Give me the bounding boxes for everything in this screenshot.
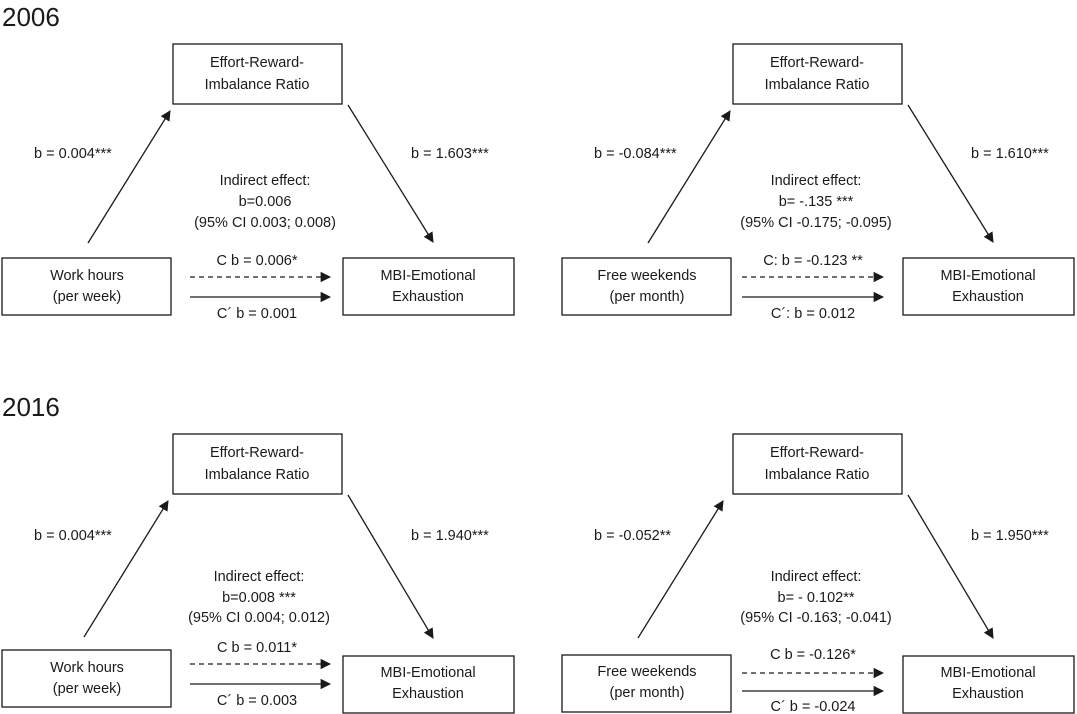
- predictor-label-line1: Work hours: [50, 268, 124, 284]
- b-path-arrow: [907, 494, 994, 639]
- mediator-box: [172, 43, 343, 105]
- predictor-box: [561, 257, 732, 316]
- outcome-label-line1: MBI-Emotional: [940, 665, 1035, 681]
- a-path-arrow: [647, 110, 731, 244]
- indirect-effect-value: b= -.135 ***: [779, 194, 854, 210]
- a-path-label: b = -0.052**: [594, 528, 671, 544]
- mediator-label-line2: Imbalance Ratio: [205, 467, 310, 483]
- model-2016-work-hours: Effort-Reward- Imbalance Ratio Work hour…: [1, 433, 515, 714]
- predictor-label-line1: Free weekends: [597, 664, 696, 680]
- c-prime-path-label: C´ b = 0.001: [217, 306, 297, 322]
- mediator-label-line1: Effort-Reward-: [770, 55, 864, 71]
- c-path-label: C b = -0.126*: [770, 647, 856, 663]
- predictor-label-line1: Work hours: [50, 660, 124, 676]
- b-path-arrow: [347, 494, 434, 639]
- indirect-effect-ci: (95% CI -0.163; -0.041): [740, 610, 892, 626]
- indirect-effect-ci: (95% CI 0.004; 0.012): [188, 610, 330, 626]
- b-path-label: b = 1.603***: [411, 146, 489, 162]
- mediator-label-line2: Imbalance Ratio: [205, 77, 310, 93]
- a-path-arrow: [637, 500, 724, 639]
- indirect-effect-value: b= - 0.102**: [778, 590, 855, 606]
- indirect-effect-title: Indirect effect:: [214, 569, 305, 585]
- indirect-effect-value: b=0.008 ***: [222, 590, 296, 606]
- mediator-label-line1: Effort-Reward-: [210, 445, 304, 461]
- outcome-box: [902, 655, 1075, 714]
- model-2016-free-weekends: Effort-Reward- Imbalance Ratio Free week…: [561, 433, 1075, 714]
- mediator-box: [172, 433, 343, 495]
- a-path-arrow: [87, 110, 171, 244]
- b-path-label: b = 1.950***: [971, 528, 1049, 544]
- indirect-effect-ci: (95% CI 0.003; 0.008): [194, 215, 336, 231]
- outcome-box: [342, 655, 515, 714]
- predictor-label-line1: Free weekends: [597, 268, 696, 284]
- c-prime-path-label: C´: b = 0.012: [771, 306, 855, 322]
- model-2006-free-weekends: Effort-Reward- Imbalance Ratio Free week…: [561, 43, 1075, 322]
- c-prime-path-label: C´ b = 0.003: [217, 693, 297, 709]
- b-path-label: b = 1.610***: [971, 146, 1049, 162]
- indirect-effect-title: Indirect effect:: [771, 173, 862, 189]
- predictor-label-line2: (per month): [610, 289, 685, 305]
- outcome-label-line1: MBI-Emotional: [380, 665, 475, 681]
- year-label-2006: 2006: [2, 2, 60, 32]
- a-path-label: b = -0.084***: [594, 146, 677, 162]
- a-path-arrow: [83, 500, 169, 638]
- c-path-label: C b = 0.006*: [216, 253, 297, 269]
- a-path-label: b = 0.004***: [34, 528, 112, 544]
- outcome-label-line2: Exhaustion: [392, 289, 464, 305]
- mediator-label-line1: Effort-Reward-: [770, 445, 864, 461]
- mediator-label-line2: Imbalance Ratio: [765, 77, 870, 93]
- a-path-label: b = 0.004***: [34, 146, 112, 162]
- predictor-label-line2: (per week): [53, 681, 122, 697]
- model-2006-work-hours: Effort-Reward- Imbalance Ratio Work hour…: [1, 43, 515, 322]
- outcome-label-line1: MBI-Emotional: [380, 268, 475, 284]
- year-label-2016: 2016: [2, 392, 60, 422]
- indirect-effect-ci: (95% CI -0.175; -0.095): [740, 215, 892, 231]
- mediator-label-line2: Imbalance Ratio: [765, 467, 870, 483]
- outcome-box: [902, 257, 1075, 316]
- outcome-label-line1: MBI-Emotional: [940, 268, 1035, 284]
- b-path-arrow: [347, 104, 434, 243]
- predictor-box: [1, 649, 172, 708]
- predictor-label-line2: (per week): [53, 289, 122, 305]
- outcome-label-line2: Exhaustion: [952, 289, 1024, 305]
- predictor-box: [1, 257, 172, 316]
- b-path-label: b = 1.940***: [411, 528, 489, 544]
- c-prime-path-label: C´ b = -0.024: [770, 699, 855, 714]
- predictor-box: [561, 654, 732, 713]
- outcome-label-line2: Exhaustion: [392, 686, 464, 702]
- indirect-effect-title: Indirect effect:: [220, 173, 311, 189]
- mediator-box: [732, 43, 903, 105]
- indirect-effect-value: b=0.006: [239, 194, 292, 210]
- outcome-label-line2: Exhaustion: [952, 686, 1024, 702]
- indirect-effect-title: Indirect effect:: [771, 569, 862, 585]
- b-path-arrow: [907, 104, 994, 243]
- mediator-label-line1: Effort-Reward-: [210, 55, 304, 71]
- predictor-label-line2: (per month): [610, 685, 685, 701]
- outcome-box: [342, 257, 515, 316]
- mediator-box: [732, 433, 903, 495]
- c-path-label: C b = 0.011*: [217, 640, 297, 656]
- c-path-label: C: b = -0.123 **: [763, 253, 863, 269]
